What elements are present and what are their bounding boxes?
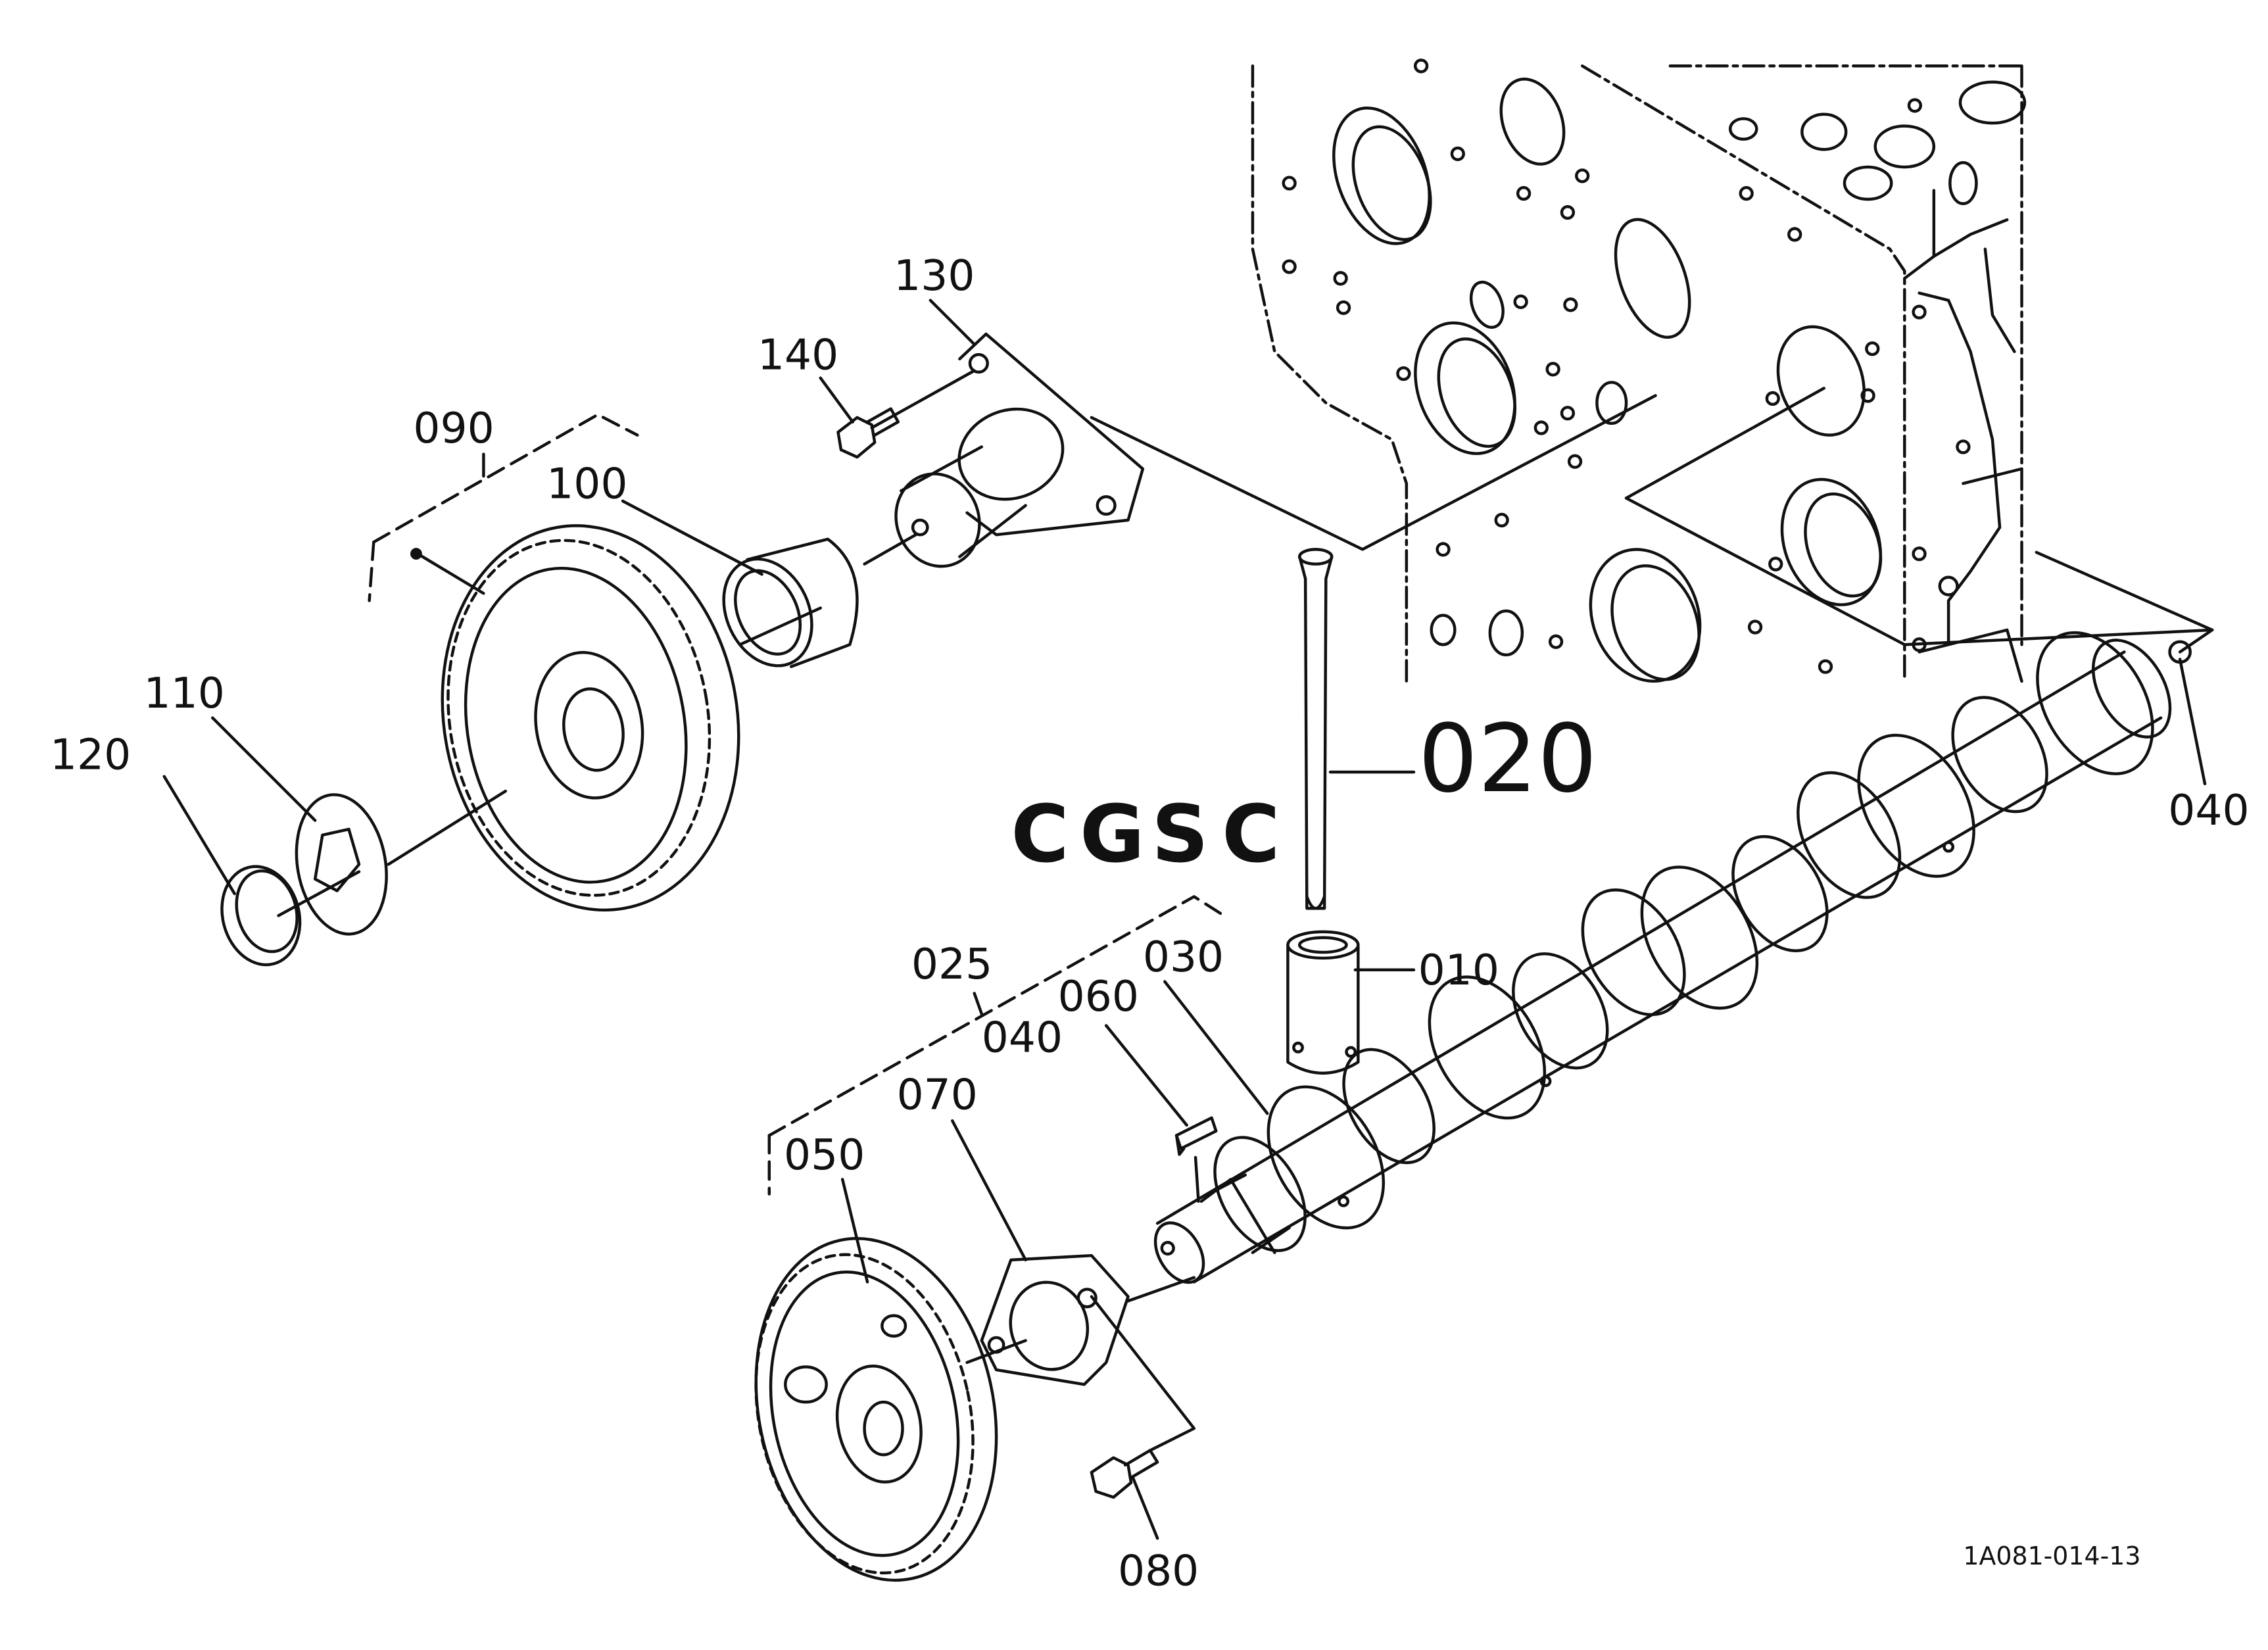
label-idle-shaft: 130 [894,251,975,301]
label-camshaft-assembly: 025 [911,940,992,989]
cam-gear [754,1237,998,1582]
label-bushing: 100 [546,459,627,508]
label-ball-assembly: 040 [982,1013,1063,1063]
circlip [220,865,302,967]
part-labels: 020 010 025 030 040 040 050 060 070 080 … [50,251,2250,1595]
label-010-pushrod: 020 [1418,704,1597,813]
engine-block [1090,59,2214,683]
label-tappet: 010 [1418,946,1499,995]
label-idle-gear: 090 [413,404,494,453]
bolt-080 [1090,1449,1159,1499]
idle-gear [441,524,740,911]
gear-cover [980,1253,1130,1386]
leader-lines [162,299,2214,1540]
watermark-letter-3: S [1151,789,1209,881]
idle-gear-bushing [722,537,859,668]
push-rod [1298,548,1334,910]
label-cam-gear: 050 [784,1130,865,1180]
feather-key [1174,1116,1218,1156]
bracket-tick-025 [973,992,984,1015]
label-bolt-140: 140 [758,330,838,379]
label-gear-cover: 070 [897,1070,978,1119]
watermark-letter-4: C [1222,789,1280,881]
drawing-reference-code: 1A081-014-13 [1963,1541,2140,1570]
watermark: C G S C [1011,789,1280,881]
collar [295,793,388,936]
marker-dot [410,548,422,560]
tappet [1286,930,1360,1075]
label-ball: 040 [2168,786,2249,835]
watermark-letter-1: C [1011,789,1069,881]
camshaft [1153,631,2172,1284]
leader-090 [416,552,485,595]
label-bolt-080: 080 [1118,1546,1199,1595]
watermark-letter-2: G [1080,789,1145,881]
label-camshaft: 030 [1143,933,1224,982]
label-feather-key: 060 [1058,972,1139,1021]
assembly-brackets [368,413,1228,1196]
idle-gear-shaft [894,332,1145,568]
label-collar: 110 [144,669,225,718]
label-circlip: 120 [50,731,131,780]
